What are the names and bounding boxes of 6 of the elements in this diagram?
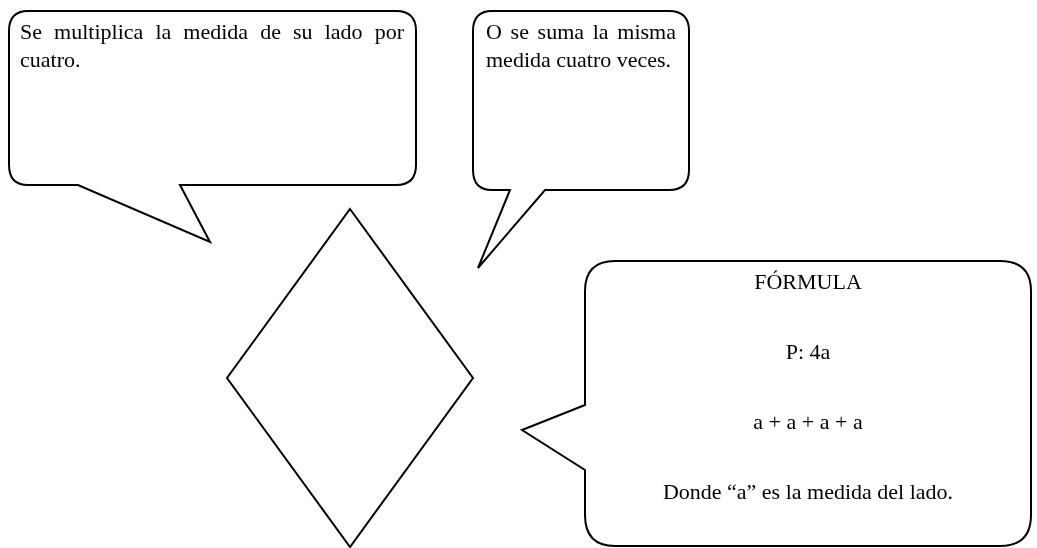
formula-text: P: 4a bbox=[784, 338, 832, 366]
formula-heading: FÓRMULA bbox=[753, 268, 863, 296]
bubble-text: Se multiplica la medida de su lado por cuatro. bbox=[20, 18, 404, 74]
formula-text: a + a + a + a bbox=[752, 408, 864, 436]
bubble-text: O se suma la misma medida cuatro veces. bbox=[486, 18, 676, 74]
formula-note: Donde “a” es la medida del lado. bbox=[661, 478, 955, 506]
